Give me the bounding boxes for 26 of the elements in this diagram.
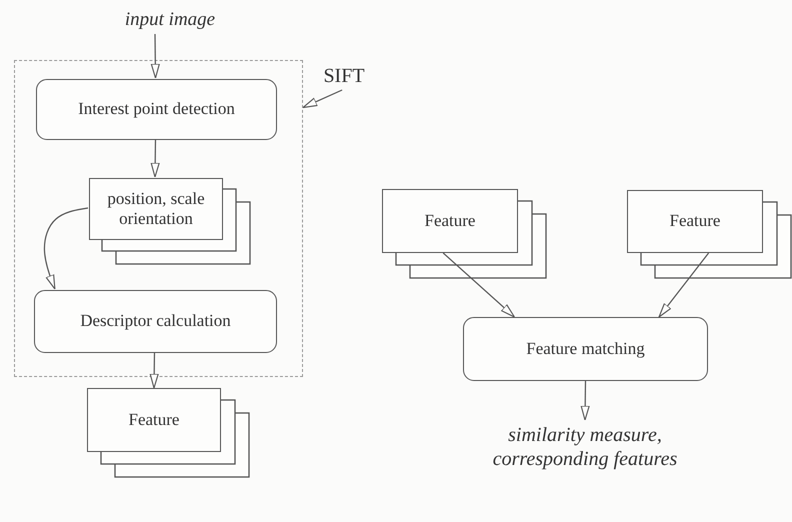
process-box (34, 290, 277, 353)
process-box (463, 317, 708, 381)
box-label: Descriptor calculation (80, 311, 231, 332)
box-label: Feature matching (526, 338, 645, 360)
dashed-group-box (14, 60, 303, 377)
card-box (382, 189, 518, 253)
text-label: similarity measure, corresponding features (492, 423, 678, 471)
box-label: Feature (670, 211, 720, 232)
arrow (150, 139, 160, 178)
arrow (580, 381, 590, 421)
arrow (150, 352, 159, 389)
arrow (44, 207, 88, 290)
arrow (658, 252, 710, 318)
process-box (36, 79, 277, 140)
arrow (150, 34, 160, 79)
text-label: input image (124, 8, 216, 32)
text-label: SIFT (323, 64, 365, 88)
box-label: Feature (424, 210, 476, 232)
card-box (89, 178, 223, 240)
box-label: Feature (128, 410, 180, 430)
arrow (302, 89, 342, 108)
card-box (627, 190, 763, 253)
arrow (442, 252, 515, 318)
box-label: position, scale orientation (106, 188, 206, 230)
card-box (87, 388, 221, 452)
box-label: Interest point detection (78, 99, 235, 120)
